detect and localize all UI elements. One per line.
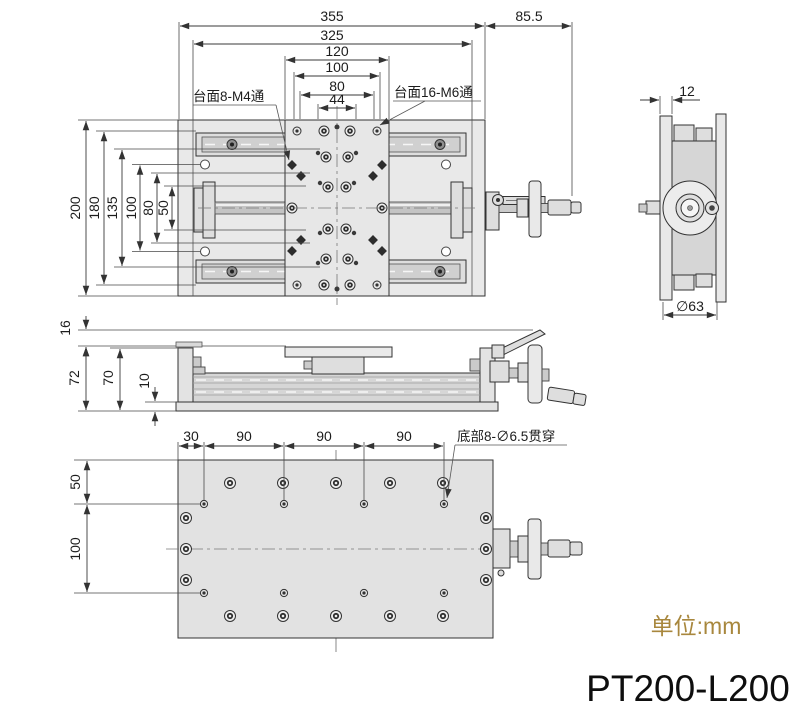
dim-50v: 50 [155,200,171,216]
rail-band [192,372,481,403]
front-view: 16 72 70 10 [57,316,587,426]
callout-bottom-holes-label: 底部8-∅6.5贯穿 [457,429,555,444]
dim-180: 180 [86,196,102,220]
dim-200: 200 [67,196,83,220]
dim-16: 16 [57,320,73,336]
dim-80v: 80 [140,200,156,216]
handwheel-front [489,329,587,406]
bottom-view-dimensions: 30 90 90 90 50 100 [67,428,445,594]
side-view: 12 ∅63 [638,83,727,320]
rail-cross-section-top [673,124,713,142]
model-number: PT200-L200 [586,668,790,709]
dim-72: 72 [66,370,82,386]
lock-screw-side [705,201,719,215]
bearing-boss [662,180,718,236]
through-holes-6-5 [199,499,449,598]
callout-m4: 台面8-M4通 [193,89,291,161]
carriage-plate [284,106,390,305]
dim-100v: 100 [123,196,139,220]
handwheel-bottom [492,518,583,580]
grub-knob [638,200,661,215]
title-block: 单位:mm PT200-L200 [586,613,790,709]
dim-12: 12 [679,83,695,99]
dim-63: ∅63 [676,298,704,314]
m4-diamond-holes [287,160,387,256]
dim-10: 10 [136,373,152,389]
dim-50b: 50 [67,474,83,490]
base-plate-front [175,401,499,412]
deck-holes [200,159,451,257]
callout-bottom-holes: 底部8-∅6.5贯穿 [445,429,567,499]
moving-table-front [284,346,393,375]
dim-85-5: 85.5 [515,8,542,24]
top-view-dimensions-horizontal: 355 325 120 100 80 44 85.5 [178,8,573,196]
dim-90a: 90 [236,428,252,444]
dim-30: 30 [183,428,199,444]
dim-90c: 90 [396,428,412,444]
dim-100: 100 [325,59,349,75]
end-cap-left [177,347,194,403]
dim-80: 80 [329,78,345,94]
dim-70: 70 [100,370,116,386]
rail-cross-section-bottom [673,273,713,291]
dim-355: 355 [320,8,344,24]
dim-100b: 100 [67,537,83,561]
handwheel-rim-front [527,344,543,404]
dim-44: 44 [329,91,345,107]
handwheel-rim-bottom [527,518,542,580]
front-view-dimensions: 16 72 70 10 [57,316,193,426]
dim-90b: 90 [316,428,332,444]
corner-holes [292,126,382,290]
dim-325: 325 [320,27,344,43]
small-holes [315,124,359,292]
handwheel-plan [485,180,582,238]
counterbore-holes [180,477,492,622]
top-view: 355 325 120 100 80 44 85.5 200 180 135 1 [67,8,582,305]
dim-135: 135 [104,196,120,220]
units-label: 单位:mm [651,613,742,639]
callout-m4-label: 台面8-M4通 [193,89,265,104]
top-view-dimensions-vertical: 200 180 135 100 80 50 [67,119,320,297]
dim-120: 120 [325,43,349,59]
handle-grip-bottom [547,539,571,558]
handwheel-rim [528,180,542,238]
callout-m6: 台面16-M6通 [379,85,481,126]
bottom-view: 30 90 90 90 50 100 底部8-∅6.5贯穿 [67,428,583,652]
handle-grip [547,199,572,216]
callout-m6-label: 台面16-M6通 [394,85,473,100]
side-view-dim-63: ∅63 [662,298,718,320]
side-view-dim-12: 12 [640,83,700,114]
